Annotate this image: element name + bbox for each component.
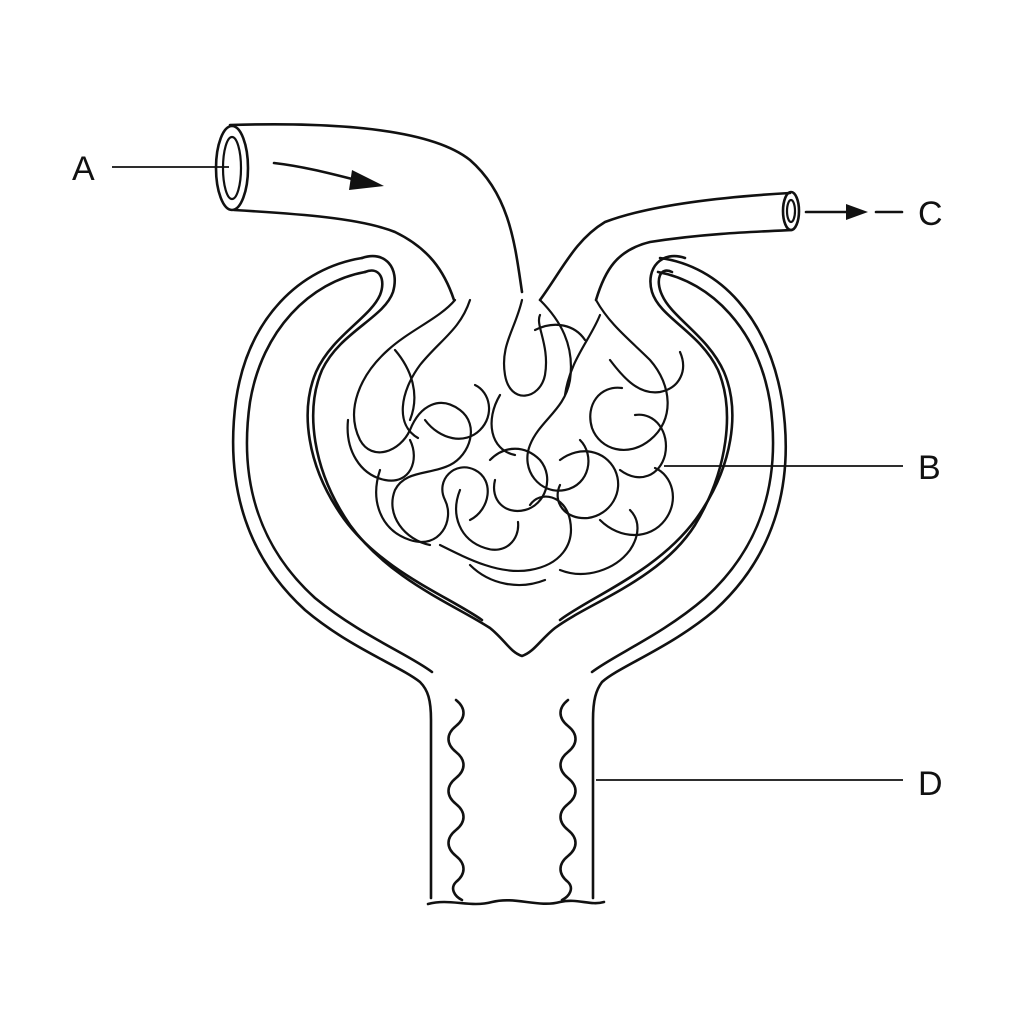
flow-arrow-out [804, 204, 904, 220]
bowmans-capsule-inner [306, 254, 734, 658]
tubule-lining [426, 698, 606, 906]
flow-arrow-in [272, 161, 384, 190]
label-a: A [72, 150, 95, 188]
efferent-arteriole [538, 190, 801, 302]
glomerulus-capillaries [346, 298, 685, 587]
label-b: B [918, 449, 941, 487]
label-c: C [918, 195, 943, 233]
bowmans-capsule-outer [231, 256, 788, 900]
afferent-arteriole [214, 123, 524, 302]
label-d: D [918, 765, 943, 803]
